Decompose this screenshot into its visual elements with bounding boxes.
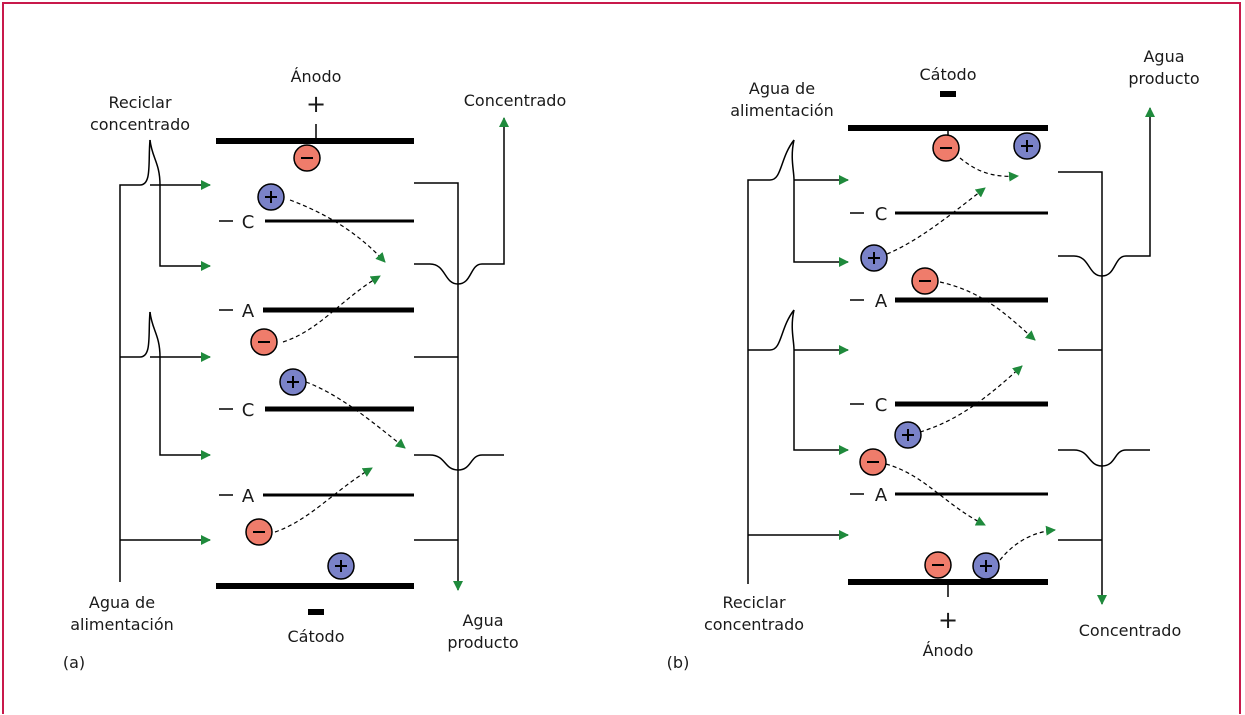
cation-icon [257, 183, 285, 211]
anion-icon [293, 144, 321, 172]
membrane-label: A [242, 301, 255, 322]
cathode-minus-sign [308, 609, 324, 615]
concentrate-label: Concentrado [1079, 621, 1181, 640]
cation-icon [1013, 132, 1041, 160]
anion-icon [911, 267, 939, 295]
panel-b: Cátodo + Ánodo C A C A Agua de alimentac… [667, 47, 1200, 672]
cathode-minus-sign [940, 91, 956, 97]
panel-a: Ánodo + Cátodo C A C A Reciclar concentr… [63, 67, 566, 672]
product-label: Agua [1143, 47, 1184, 66]
product-label: producto [1128, 69, 1199, 88]
cation-icon [327, 552, 355, 580]
anion-icon [250, 328, 278, 356]
anode-sign: + [938, 606, 958, 634]
membrane-label: C [242, 212, 255, 233]
cation-icon [860, 244, 888, 272]
anode-label: Ánodo [923, 641, 974, 660]
panel-b-tag: (b) [667, 653, 690, 672]
membrane-label: A [242, 486, 255, 507]
feed-label: Agua de [89, 593, 155, 612]
membrane-label: C [875, 395, 888, 416]
feed-label: Agua de [749, 79, 815, 98]
anode-sign: + [306, 90, 326, 118]
anion-icon [924, 551, 952, 579]
recycle-label: concentrado [704, 615, 804, 634]
anion-icon [245, 518, 273, 546]
membrane-label: A [875, 291, 888, 312]
membrane-label: A [875, 485, 888, 506]
recycle-label: Reciclar [722, 593, 786, 612]
feed-label: alimentación [730, 101, 834, 120]
cation-icon [894, 421, 922, 449]
cation-icon [279, 368, 307, 396]
anode-label: Ánodo [291, 67, 342, 86]
concentrate-label: Concentrado [464, 91, 566, 110]
cathode-label: Cátodo [288, 627, 345, 646]
product-label: Agua [462, 611, 503, 630]
cathode-label: Cátodo [920, 65, 977, 84]
anion-icon [859, 448, 887, 476]
recycle-label: concentrado [90, 115, 190, 134]
recycle-label: Reciclar [108, 93, 172, 112]
membrane-label: C [242, 400, 255, 421]
membrane-label: C [875, 204, 888, 225]
panel-a-tag: (a) [63, 653, 85, 672]
product-label: producto [447, 633, 518, 652]
anion-icon [932, 134, 960, 162]
cation-icon [972, 552, 1000, 580]
feed-label: alimentación [70, 615, 174, 634]
